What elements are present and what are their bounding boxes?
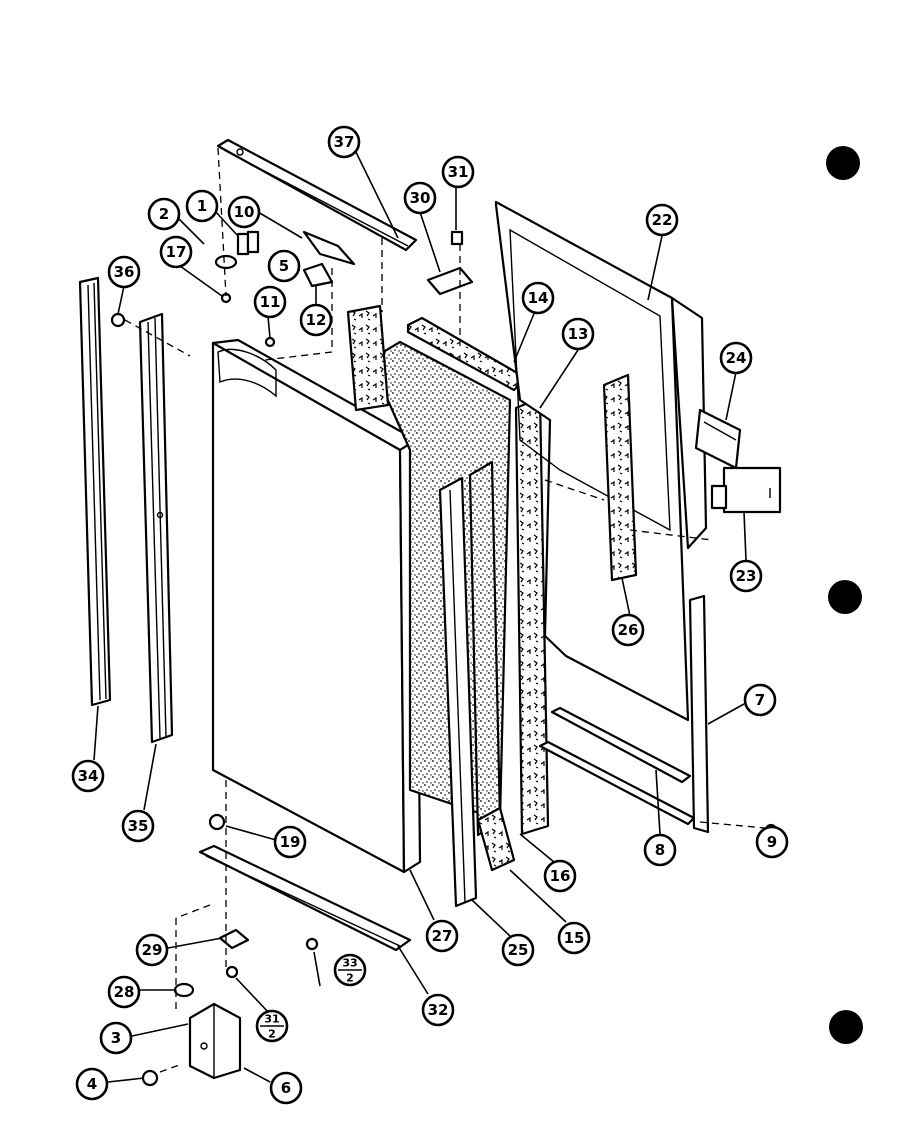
callout-30: 30 — [403, 181, 437, 215]
callout-10: 10 — [227, 195, 261, 229]
callout-19-label: 19 — [280, 833, 301, 851]
callout-31-2-bottom: 2 — [268, 1028, 276, 1041]
callout-2-label: 2 — [159, 205, 169, 223]
left-vertical-breaker — [346, 304, 390, 412]
callout-4-label: 4 — [87, 1075, 97, 1093]
callout-31-label: 31 — [448, 163, 469, 181]
shelf-support-rail — [602, 373, 638, 582]
bottom-trim-strip — [538, 706, 696, 826]
right-vertical-breaker — [514, 396, 550, 836]
registration-dot-bottom — [829, 1010, 863, 1044]
callout-10-label: 10 — [234, 203, 255, 221]
callout-12: 12 — [299, 303, 333, 337]
callout-13-label: 13 — [568, 325, 589, 343]
callout-29: 29 — [135, 933, 169, 967]
handle-trim-strip — [138, 312, 174, 744]
callout-7-label: 7 — [755, 691, 765, 709]
callout-19: 19 — [273, 825, 307, 859]
bottom-breaker-block — [476, 806, 516, 872]
callout-34: 34 — [71, 759, 105, 793]
callout-23: 23 — [729, 559, 763, 593]
callout-leaders — [93, 147, 773, 1083]
callout-33-2: 33 2 — [333, 953, 367, 987]
registration-dot-top — [826, 146, 860, 180]
callout-25: 25 — [501, 933, 535, 967]
callout-16: 16 — [543, 859, 577, 893]
callout-36-label: 36 — [114, 263, 135, 281]
callout-33-2-bottom: 2 — [346, 972, 354, 985]
callout-37-label: 37 — [334, 133, 355, 151]
callout-35-label: 35 — [128, 817, 149, 835]
callout-3-label: 3 — [111, 1029, 121, 1047]
callout-15: 15 — [557, 921, 591, 955]
callout-7: 7 — [743, 683, 777, 717]
callout-28: 28 — [107, 975, 141, 1009]
bottom-hinge-strip — [198, 844, 412, 952]
callout-17: 17 — [159, 235, 193, 269]
callout-8: 8 — [643, 833, 677, 867]
callout-29-label: 29 — [142, 941, 163, 959]
callout-31-2-top: 31 — [264, 1013, 279, 1026]
callout-6: 6 — [269, 1071, 303, 1105]
callout-32: 32 — [421, 993, 455, 1027]
inner-door-liner — [494, 200, 708, 722]
callout-34-label: 34 — [78, 767, 99, 785]
callout-4: 4 — [75, 1067, 109, 1101]
callout-27: 27 — [425, 919, 459, 953]
callout-6-label: 6 — [281, 1079, 291, 1097]
top-hinge-strip — [216, 138, 418, 252]
callout-16-label: 16 — [550, 867, 571, 885]
door-stop-clip — [710, 466, 782, 514]
assembly-guide-lines — [124, 147, 766, 1073]
callout-37: 37 — [327, 125, 361, 159]
callout-26: 26 — [611, 613, 645, 647]
callout-13: 13 — [561, 317, 595, 351]
callout-22-label: 22 — [652, 211, 673, 229]
callout-24: 24 — [719, 341, 753, 375]
callout-25-label: 25 — [508, 941, 529, 959]
callout-22: 22 — [645, 203, 679, 237]
callout-27-label: 27 — [432, 927, 453, 945]
callout-9-label: 9 — [767, 833, 777, 851]
bottom-hinge-bracket — [188, 1002, 242, 1080]
callout-1: 1 — [185, 189, 219, 223]
callout-36: 36 — [107, 255, 141, 289]
callout-9: 9 — [755, 825, 789, 859]
callout-14: 14 — [521, 281, 555, 315]
callout-30-label: 30 — [410, 189, 431, 207]
callout-15-label: 15 — [564, 929, 585, 947]
gasket-strip-left — [78, 276, 112, 707]
callout-5-label: 5 — [279, 257, 289, 275]
callout-3: 3 — [99, 1021, 133, 1055]
callout-14-label: 14 — [528, 289, 549, 307]
callout-11: 11 — [253, 285, 287, 319]
door-foam-insulation — [368, 340, 512, 837]
callout-28-label: 28 — [114, 983, 135, 1001]
callout-26-label: 26 — [618, 621, 639, 639]
callout-24-label: 24 — [726, 349, 747, 367]
callout-1-label: 1 — [197, 197, 207, 215]
callout-31-2: 31 2 — [255, 1009, 289, 1043]
callout-33-2-top: 33 — [342, 957, 357, 970]
outer-door-panel — [211, 338, 422, 874]
callout-23-label: 23 — [736, 567, 757, 585]
door-trim-channel — [438, 476, 478, 908]
callout-5: 5 — [267, 249, 301, 283]
callout-32-label: 32 — [428, 1001, 449, 1019]
callout-8-label: 8 — [655, 841, 665, 859]
callout-35: 35 — [121, 809, 155, 843]
callout-17-label: 17 — [166, 243, 187, 261]
registration-dot-middle — [828, 580, 862, 614]
gasket-strip-right — [688, 594, 710, 834]
callout-12-label: 12 — [306, 311, 327, 329]
callout-11-label: 11 — [260, 293, 281, 311]
callout-2: 2 — [147, 197, 181, 231]
callout-31: 31 — [441, 155, 475, 189]
